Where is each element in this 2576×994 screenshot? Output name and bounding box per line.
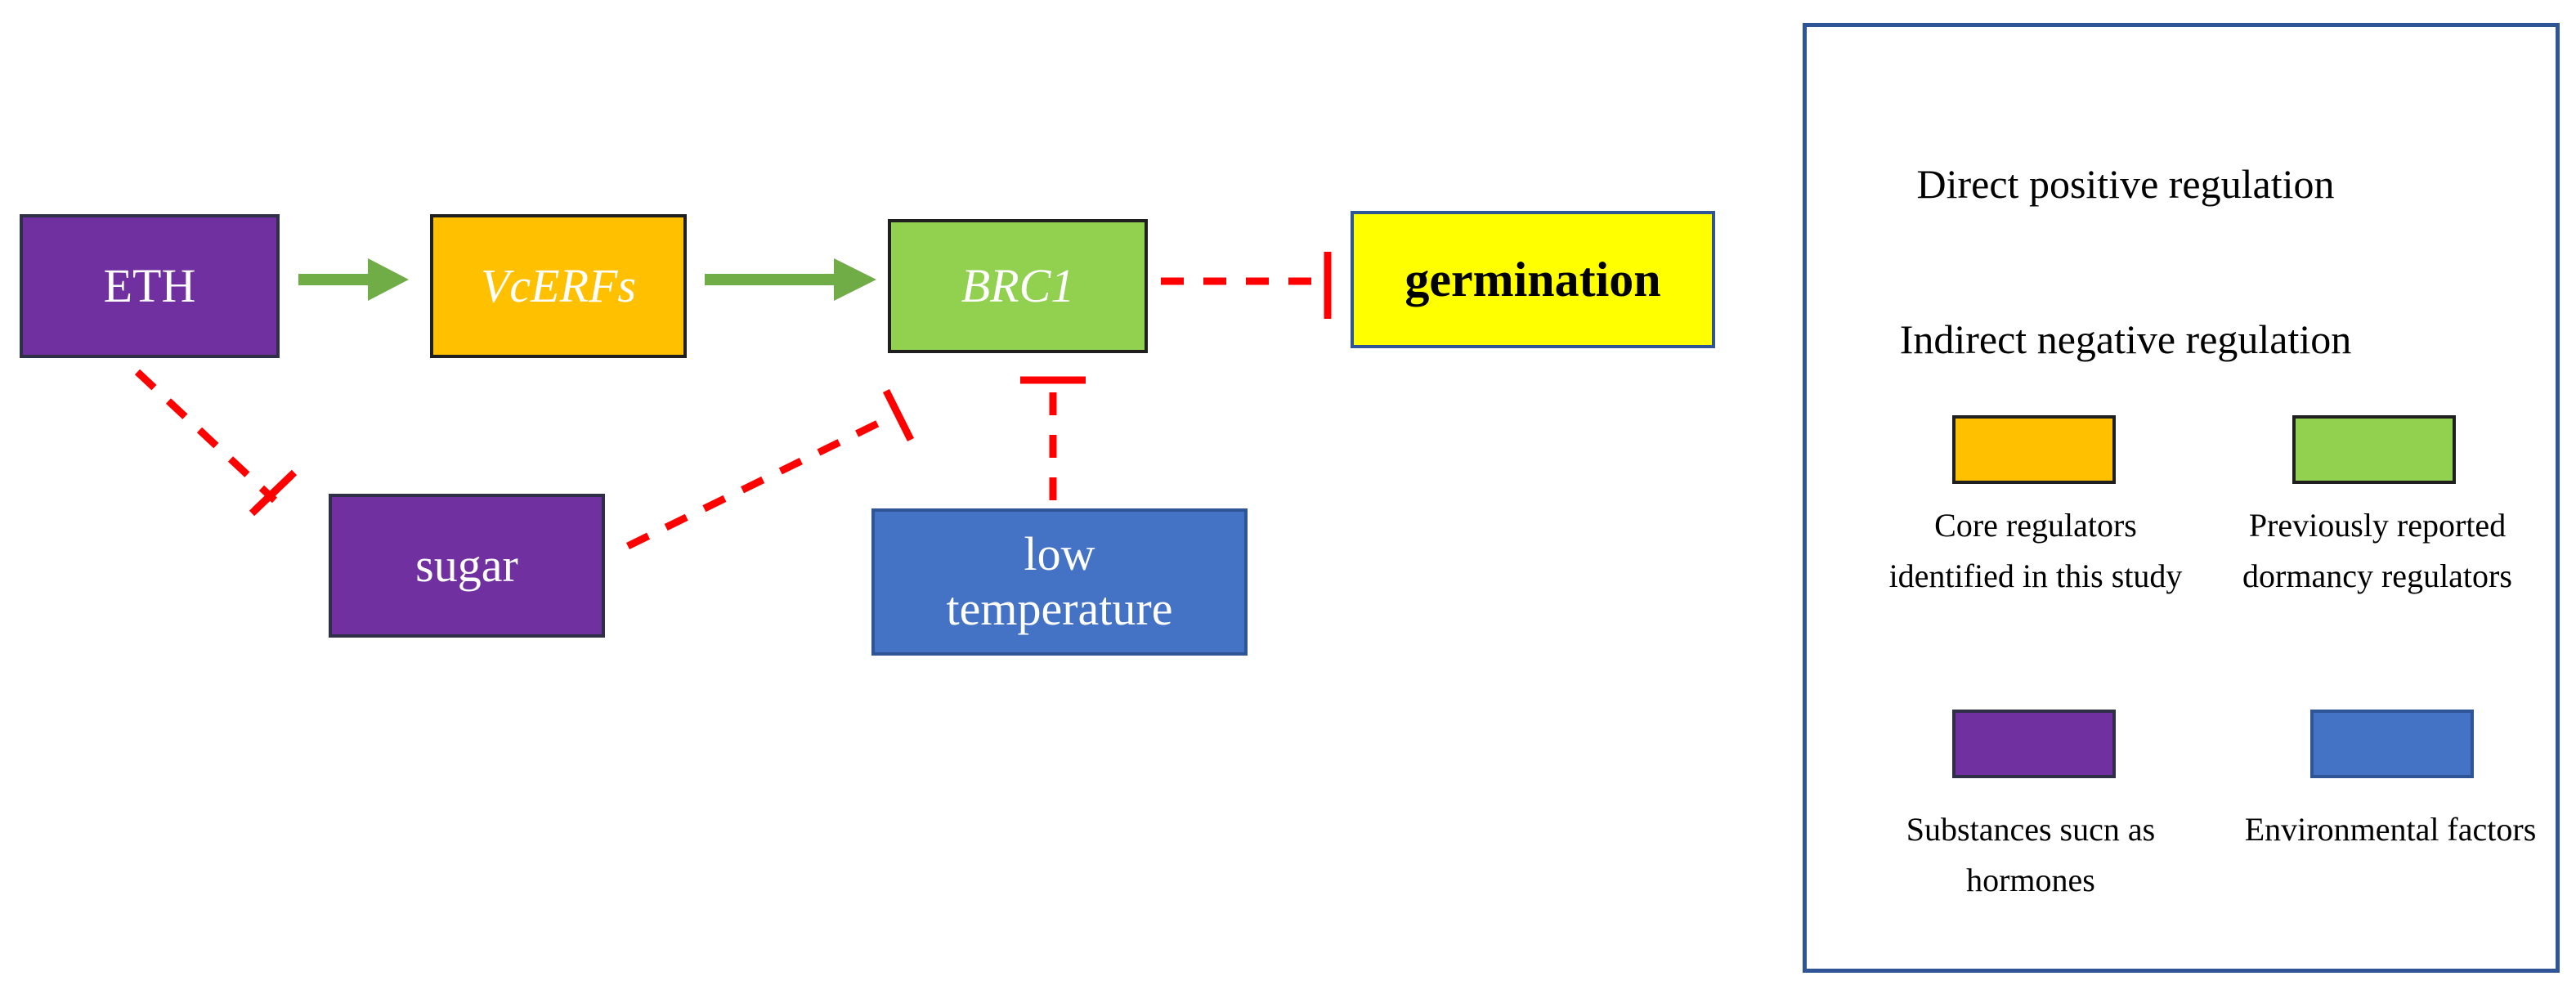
legend-core-regulators-label: Core regulators identified in this study [1888, 507, 2183, 594]
legend-environmental-label: Environmental factors [2244, 811, 2537, 848]
node-eth-label: ETH [103, 258, 196, 312]
legend-swatch-core-regulators [1952, 415, 2116, 484]
node-sugar-label: sugar [415, 538, 518, 592]
edge-low-temperature-inhibits-brc1 [1020, 376, 1086, 500]
edge-brc1-inhibits-germination [1161, 252, 1332, 319]
legend-swatch-substances [1952, 710, 2116, 778]
node-low-temperature-label: low temperature [946, 527, 1173, 635]
edge-eth-to-vcerfs [298, 258, 409, 301]
legend-substances-label: Substances sucn as hormones [1906, 811, 2156, 898]
node-brc1: BRC1 [888, 219, 1148, 353]
node-brc1-label: BRC1 [961, 258, 1075, 312]
legend-previously-reported-label: Previously reported dormancy regulators [2242, 507, 2512, 594]
edge-eth-inhibits-sugar [134, 369, 298, 517]
node-vcerfs: VcERFs [430, 214, 687, 358]
node-germination-label: germination [1404, 252, 1661, 307]
node-eth: ETH [20, 214, 280, 358]
edge-sugar-inhibits-brc1 [626, 388, 915, 550]
node-sugar: sugar [329, 494, 605, 638]
node-vcerfs-label: VcERFs [480, 258, 637, 312]
legend-indirect-negative-label: Indirect negative regulation [1899, 316, 2352, 362]
legend-box [1803, 23, 2560, 973]
node-low-temperature: low temperature [871, 508, 1248, 656]
edge-vcerfs-to-brc1 [705, 258, 876, 301]
legend-swatch-environmental [2310, 710, 2474, 778]
legend-direct-positive-label: Direct positive regulation [1916, 161, 2335, 207]
node-germination: germination [1351, 211, 1715, 348]
legend-swatch-previously-reported [2292, 415, 2456, 484]
